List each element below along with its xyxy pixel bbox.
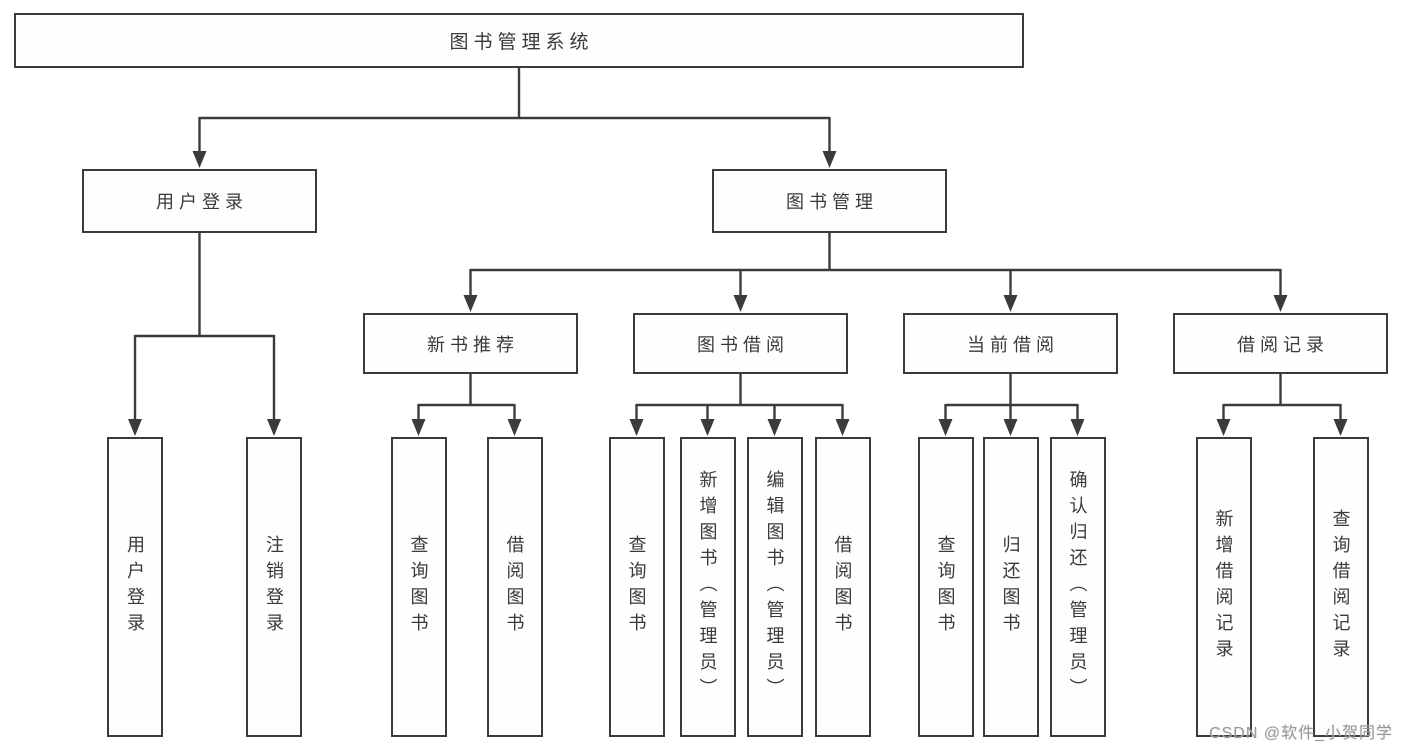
node-book-management: 图书管理	[712, 169, 947, 233]
leaf-logout: 注销登录	[246, 437, 302, 737]
leaf-borrow-books-recommendation: 借阅图书	[486, 437, 543, 737]
node-label: 当前借阅	[967, 334, 1059, 355]
leaf-query-books-recommendation: 查询图书	[390, 437, 447, 737]
node-current-borrowing: 当前借阅	[903, 313, 1118, 374]
node-label: 归还图书	[1000, 535, 1021, 639]
node-label: 新增图书（管理员）	[697, 470, 718, 704]
node-label: 新增借阅记录	[1213, 509, 1234, 665]
node-label: 查询图书	[935, 535, 956, 639]
node-label: 查询图书	[626, 535, 647, 639]
arrowheads	[128, 151, 1348, 436]
node-borrowing-records: 借阅记录	[1173, 313, 1388, 374]
leaf-return-book: 归还图书	[982, 437, 1039, 737]
node-label: 注销登录	[264, 535, 284, 639]
node-label: 编辑图书（管理员）	[764, 470, 785, 704]
node-label: 确认归还（管理员）	[1067, 470, 1088, 704]
node-user-login: 用户登录	[82, 169, 317, 233]
node-library-management-system: 图书管理系统	[14, 13, 1024, 68]
leaf-query-borrow-record: 查询借阅记录	[1312, 437, 1369, 737]
node-book-borrowing: 图书借阅	[633, 313, 848, 374]
node-label: 图书管理	[786, 192, 878, 212]
leaf-add-book-admin: 新增图书（管理员）	[679, 437, 736, 737]
leaf-confirm-return-admin: 确认归还（管理员）	[1049, 437, 1106, 737]
node-label: 图书借阅	[697, 334, 789, 355]
node-new-book-recommendation: 新书推荐	[363, 313, 578, 374]
node-label: 查询借阅记录	[1330, 509, 1351, 665]
node-label: 用户登录	[156, 192, 248, 212]
leaf-borrow-books-borrowing: 借阅图书	[814, 437, 871, 737]
node-label: 图书管理系统	[449, 32, 594, 53]
node-label: 借阅图书	[504, 535, 525, 639]
node-label: 查询图书	[408, 535, 429, 639]
node-label: 用户登录	[125, 535, 145, 639]
leaf-query-books-current: 查询图书	[917, 437, 974, 737]
csdn-watermark: CSDN @软件_小贺同学	[1209, 725, 1393, 742]
node-label: 新书推荐	[427, 334, 519, 355]
leaf-edit-book-admin: 编辑图书（管理员）	[746, 437, 803, 737]
leaf-query-books-borrowing: 查询图书	[608, 437, 665, 737]
leaf-user-login: 用户登录	[107, 437, 163, 737]
node-label: 借阅记录	[1237, 334, 1329, 355]
leaf-add-borrow-record: 新增借阅记录	[1195, 437, 1252, 737]
node-label: 借阅图书	[832, 535, 853, 639]
